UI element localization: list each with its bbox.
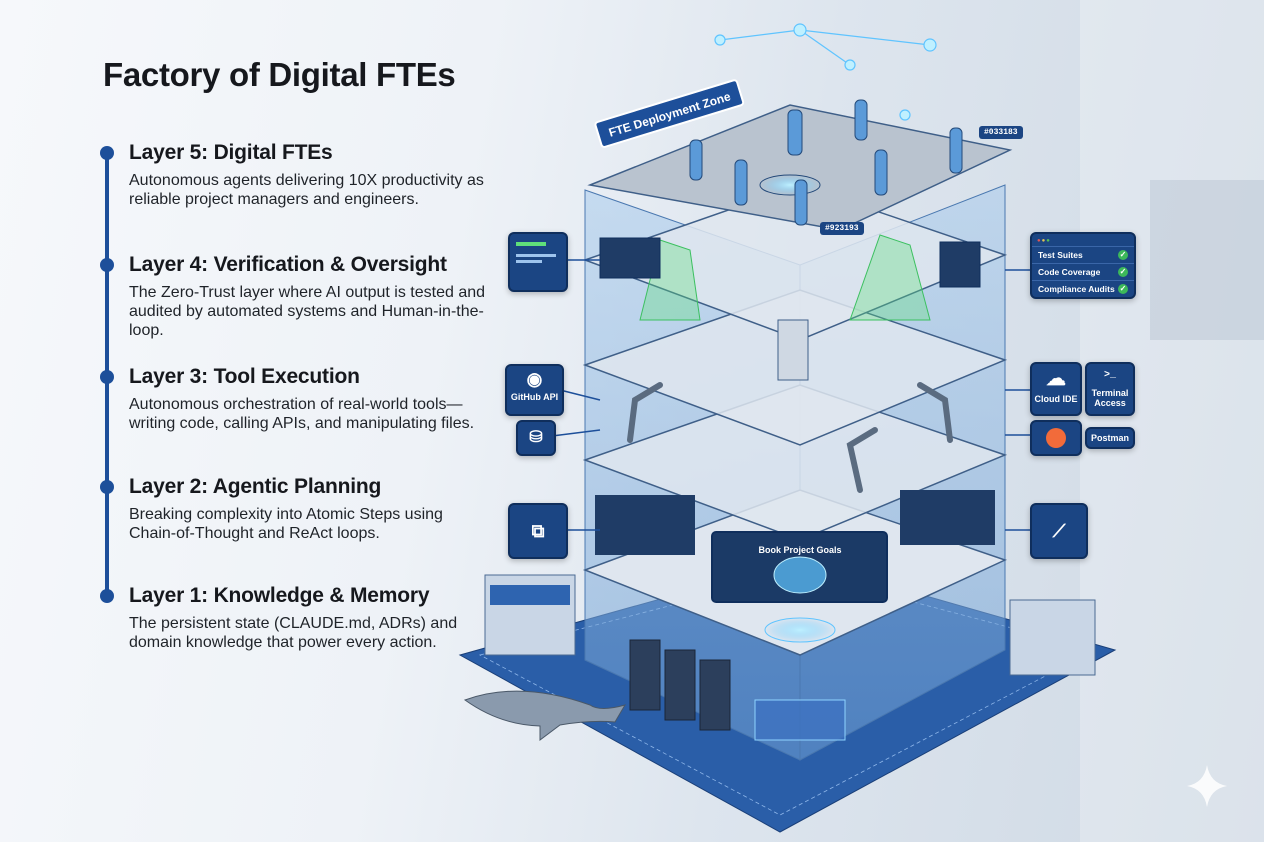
check-icon: ✓ xyxy=(1118,250,1128,260)
terminal-kiosk xyxy=(777,319,809,381)
agent-id-tag: #033183 xyxy=(979,126,1023,139)
postman-label: Postman xyxy=(1085,427,1135,449)
github-icon: ◉ xyxy=(526,369,543,389)
timeline-dot xyxy=(100,258,114,272)
code-lines-icon xyxy=(516,242,546,246)
flowchart-icon: ⧉ xyxy=(508,503,568,559)
shark-icon xyxy=(463,690,627,741)
timeline-dot xyxy=(100,480,114,494)
flowchart-screen xyxy=(595,495,695,555)
layer-heading: Layer 1: Knowledge & Memory xyxy=(129,584,430,607)
layer-heading: Layer 5: Digital FTEs xyxy=(129,141,333,164)
check-icon: ✓ xyxy=(1118,284,1128,294)
checklist-item: Code Coverage✓ xyxy=(1032,263,1134,280)
layer-description: Autonomous orchestration of real-world t… xyxy=(129,396,475,432)
knowledge-core xyxy=(754,699,846,741)
layer-description: The persistent state (CLAUDE.md, ADRs) a… xyxy=(129,615,458,651)
postman-icon-panel xyxy=(1030,420,1082,456)
layer-description: Autonomous agents delivering 10X product… xyxy=(129,172,484,208)
github-api-panel: ◉ GitHub API xyxy=(505,364,564,416)
flowchart-screen xyxy=(900,490,995,545)
layer-description: The Zero-Trust layer where AI output is … xyxy=(129,284,486,339)
page-title: Factory of Digital FTEs xyxy=(103,56,456,93)
network-nodes xyxy=(714,23,937,121)
cloud-ide-panel: ☁ Cloud IDE xyxy=(1030,362,1082,416)
timeline-dot xyxy=(100,146,114,160)
brain-hologram-icon xyxy=(773,556,827,594)
server-racks xyxy=(629,639,731,731)
terminal-access-panel: >_ Terminal Access xyxy=(1085,362,1135,416)
code-editor-panel xyxy=(508,232,568,292)
robot-arms xyxy=(627,382,953,493)
terminal-icon: >_ xyxy=(1103,370,1116,381)
checklist-item: Compliance Audits✓ xyxy=(1032,280,1134,297)
check-icon: ✓ xyxy=(1118,267,1128,277)
background-monitor xyxy=(1150,180,1264,340)
agent-id-tag: #923193 xyxy=(820,222,864,235)
timeline-dot xyxy=(100,370,114,384)
cloud-icon: ☁ xyxy=(1046,368,1066,390)
window-dots-icon: ●●● xyxy=(1037,238,1051,244)
verification-checklist-panel: ●●● Test Suites✓ Code Coverage✓ Complian… xyxy=(1030,232,1136,299)
database-icon: ⛁ xyxy=(516,420,556,456)
sparkle-icon xyxy=(1187,765,1227,807)
layer-heading: Layer 2: Agentic Planning xyxy=(129,475,382,498)
goals-screen-title: Book Project Goals xyxy=(758,545,841,555)
digital-fte-agents xyxy=(689,99,963,226)
checklist-item: Test Suites✓ xyxy=(1032,246,1134,263)
server-building-right xyxy=(1009,599,1096,676)
postman-icon xyxy=(1046,428,1066,448)
line-chart-icon: ⟋ xyxy=(1030,503,1088,559)
timeline-dot xyxy=(100,589,114,603)
background-office xyxy=(1080,0,1264,842)
layer-heading: Layer 4: Verification & Oversight xyxy=(129,253,447,276)
layer-description: Breaking complexity into Atomic Steps us… xyxy=(129,506,443,542)
hologram-scanner xyxy=(849,234,931,321)
layer-heading: Layer 3: Tool Execution xyxy=(129,365,360,388)
terminal-label: Terminal Access xyxy=(1091,388,1129,408)
cloud-ide-label: Cloud IDE xyxy=(1034,394,1078,404)
github-api-label: GitHub API xyxy=(510,392,559,402)
